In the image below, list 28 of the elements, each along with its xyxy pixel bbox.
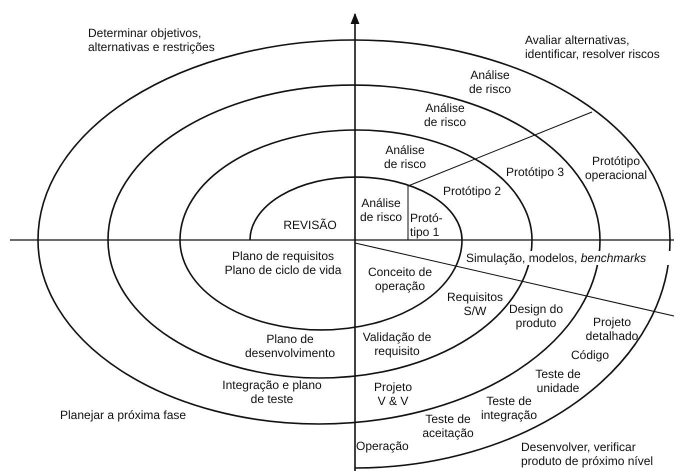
stage-label: Código	[570, 348, 610, 362]
stage-label: Operação	[356, 439, 410, 453]
stage-label: Protó- tipo 1	[410, 211, 442, 239]
stage-label: Plano de desenvolvimento	[244, 332, 336, 360]
stage-label: Protótipo operacional	[584, 154, 648, 182]
stage-label: Protótipo 2	[442, 184, 502, 198]
quadrant-heading: Avaliar alternativas, identificar, resolver riscos	[525, 33, 661, 61]
stage-label: Validação de requisito	[362, 330, 432, 358]
stage-label: Simulação, modelos, benchmarks	[466, 251, 672, 265]
stage-label: Protótipo 3	[504, 165, 566, 179]
quadrant-heading: Desenvolver, verificar produto de próximo nível	[521, 440, 654, 468]
stage-label: Análise de risco	[382, 143, 428, 171]
stage-label: Projeto V & V	[372, 380, 414, 408]
stage-label: Requisitos S/W	[446, 290, 504, 318]
stage-label: Análise de risco	[422, 101, 468, 129]
stage-label: Design do produto	[508, 302, 564, 330]
stage-label: Teste de unidade	[534, 367, 582, 395]
stage-label: Análise de risco	[468, 68, 512, 96]
stage-label: Conceito de operação	[366, 265, 434, 293]
stage-label: Integração e plano de teste	[222, 378, 322, 406]
stage-label: Plano de requisitos Plano de ciclo de vida	[224, 249, 342, 277]
stage-label: Teste de integração	[480, 394, 538, 422]
quadrant-heading: Planejar a próxima fase	[60, 408, 188, 422]
quadrant-heading: Determinar objetivos, alternativas e restrições	[88, 26, 216, 54]
stage-label: Análise de risco	[358, 196, 404, 224]
stage-label: REVISÃO	[282, 218, 338, 232]
stage-label: Projeto detalhado	[584, 315, 640, 343]
stage-label: Teste de aceitação	[421, 412, 475, 440]
